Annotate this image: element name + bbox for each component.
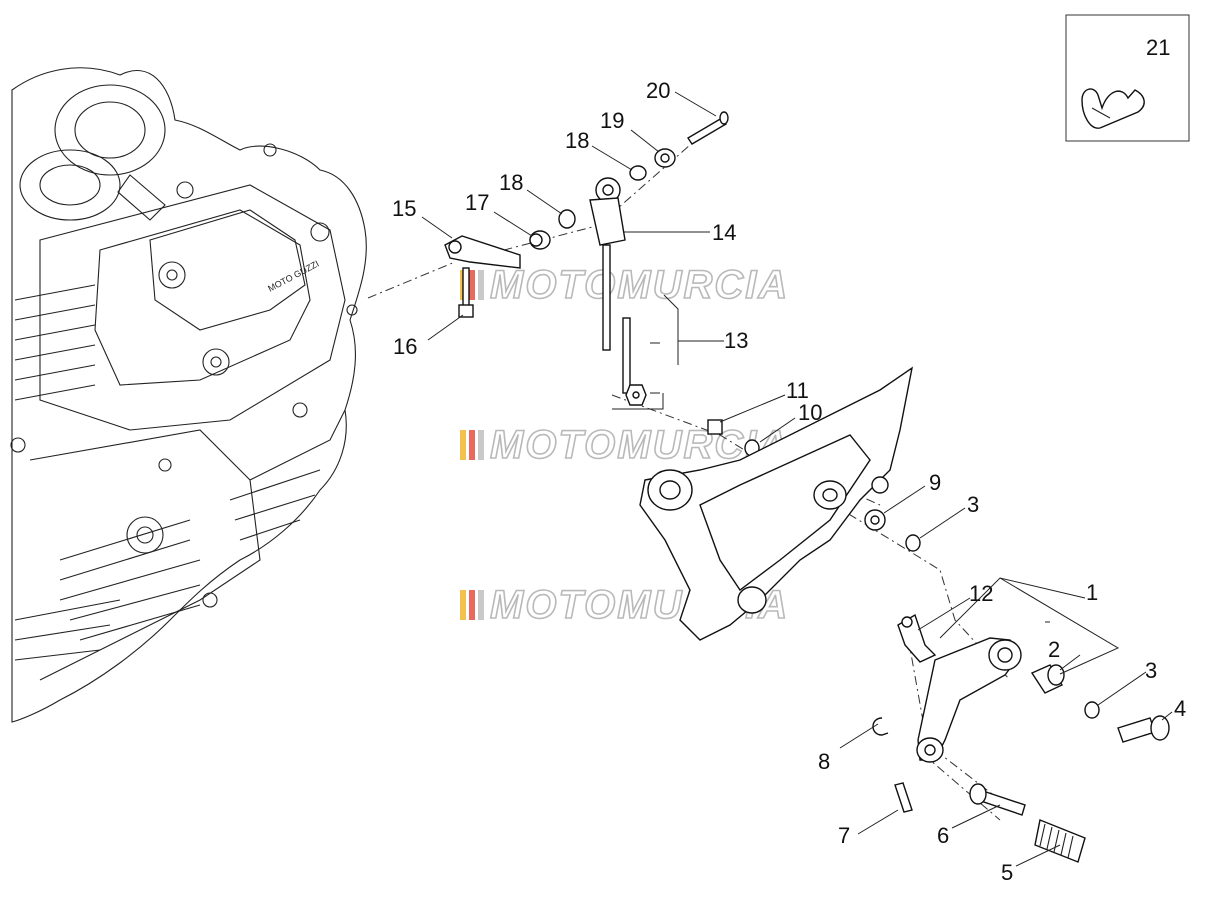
part-2-bushing (1030, 664, 1065, 694)
part-14-rod-end (589, 177, 626, 351)
callout-14: 14 (712, 220, 736, 245)
callout-11: 11 (786, 378, 809, 403)
part-3-circlip-2 (1084, 701, 1100, 719)
callout-8: 8 (818, 749, 830, 774)
part-4-pivot-bolt (1117, 715, 1170, 743)
part-11-bolt (707, 419, 723, 435)
callout-18: 18 (499, 170, 523, 195)
watermark-logo: MOTOMURCIA (460, 262, 789, 308)
inset-label: 21 (1146, 35, 1170, 60)
callout-7: 7 (838, 823, 850, 848)
callout-16: 16 (393, 334, 417, 359)
part-18-washer (558, 209, 576, 229)
callout-10: 10 (798, 400, 822, 425)
callout-15: 15 (392, 196, 416, 221)
callout-17: 17 (465, 190, 489, 215)
callout-20: 20 (646, 78, 670, 103)
part-3-circlip (905, 534, 921, 552)
callout-6: 6 (937, 823, 949, 848)
engine-block: MOTO GUZZI (10, 67, 367, 723)
part-8-clip (872, 717, 889, 736)
callout-9: 9 (929, 470, 941, 495)
part-13-rod (622, 317, 647, 406)
callout-19: 19 (600, 108, 624, 133)
part-16-bolt (458, 267, 474, 318)
part-18-washer-2 (629, 165, 647, 181)
part-17-bushing (529, 230, 551, 250)
svg-text:MOTO GUZZI: MOTO GUZZI (266, 258, 320, 293)
callout-3: 3 (967, 492, 979, 517)
part-5-footpeg-rubber (1034, 819, 1086, 863)
part-7-pin (894, 782, 913, 813)
part-9-washer (864, 509, 886, 531)
callout-2: 2 (1048, 637, 1060, 662)
part-19-bearing (654, 148, 676, 168)
footrest-bracket (639, 366, 914, 641)
callout-numbers: 1 2 3 3 4 5 6 7 8 9 10 11 12 13 14 15 16… (392, 78, 1186, 885)
callout-13: 13 (724, 328, 748, 353)
callout-1: 1 (1086, 580, 1098, 605)
callout-12: 12 (969, 581, 993, 606)
part-21-clip (1081, 88, 1145, 129)
leader-lines (421, 91, 1173, 867)
part-1-gear-lever (916, 637, 1022, 763)
callout-4: 4 (1174, 696, 1186, 721)
inset-box-21: 21 (1065, 14, 1190, 142)
part-15-shift-lever (444, 235, 521, 269)
callout-3-second: 3 (1145, 658, 1157, 683)
watermark-text-1: MOTOMURCIA (490, 263, 789, 307)
part-20-pin (687, 111, 729, 145)
part-6-footpeg-shaft (969, 783, 1026, 816)
watermark: MOTOMURCIA MOTOMURCIA MOTOMURCIA (460, 262, 789, 628)
part-12-grease-nipple (897, 613, 937, 663)
callout-5: 5 (1001, 860, 1013, 885)
callout-18-second: 18 (565, 128, 589, 153)
